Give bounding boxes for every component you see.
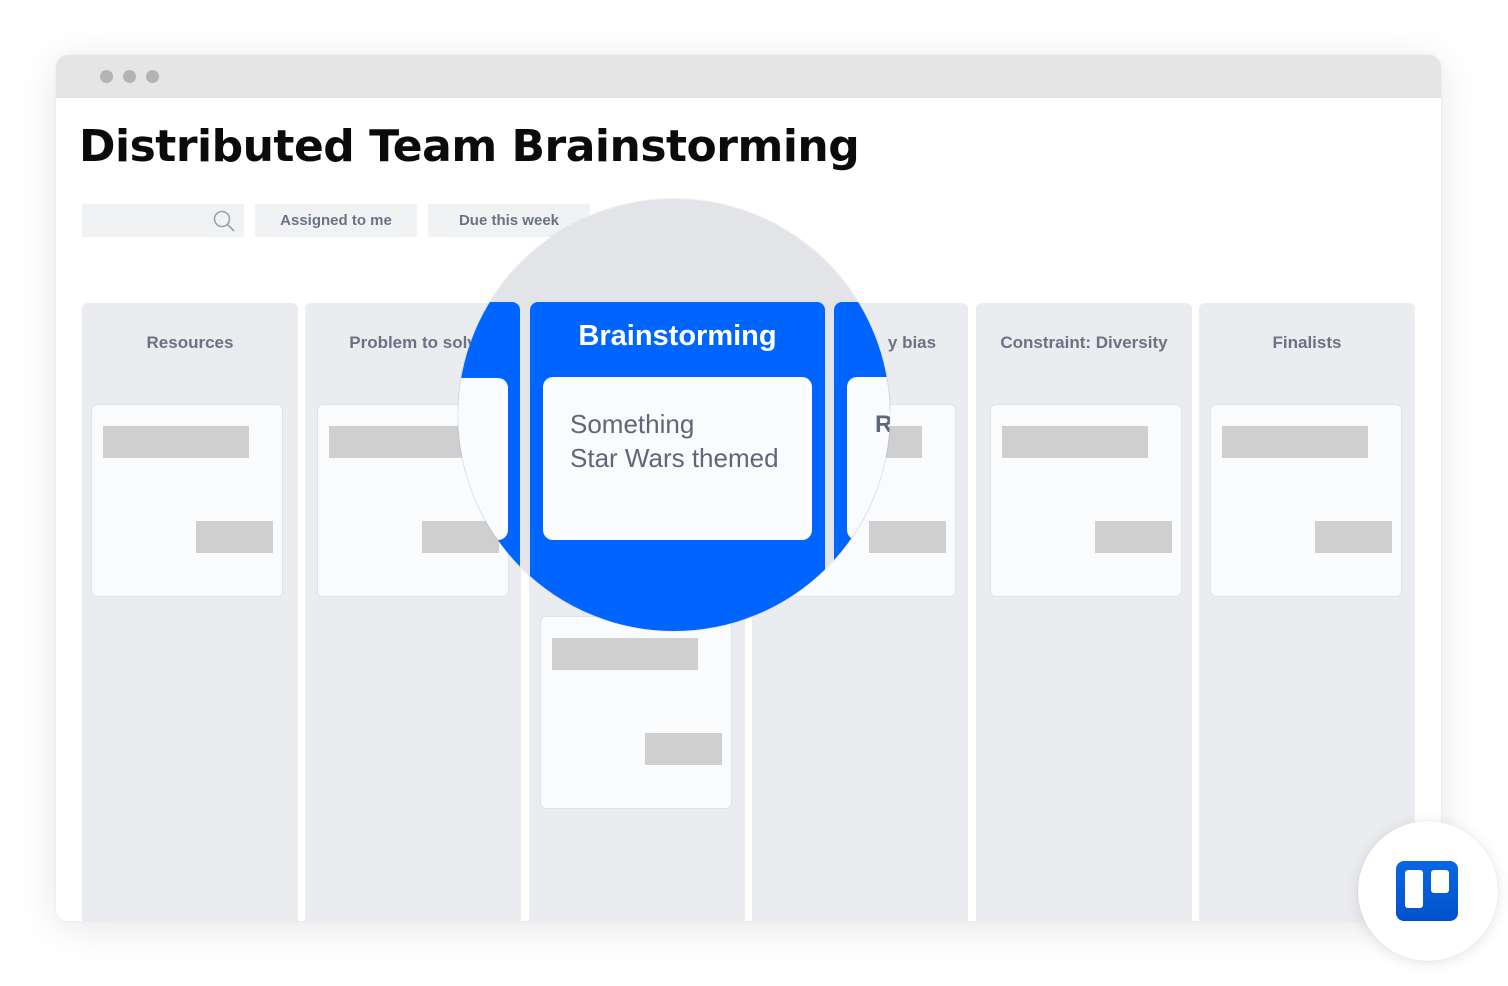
list-title: Finalists	[1272, 333, 1342, 352]
trello-logo-badge	[1358, 821, 1498, 961]
board-title: Distributed Team Brainstorming	[79, 121, 860, 172]
card[interactable]	[1210, 404, 1402, 597]
card[interactable]	[540, 616, 732, 809]
magnified-list-right: R	[834, 302, 890, 631]
list-title: y bias	[887, 333, 937, 352]
filter-assigned-to-me-button[interactable]: Assigned to me	[255, 204, 417, 237]
card-badge-placeholder	[196, 521, 273, 553]
card-text: Something Star Wars themed	[570, 407, 779, 475]
window-dot-2[interactable]	[123, 70, 136, 83]
magnified-card-right: R	[847, 377, 890, 540]
title-bar	[56, 55, 1441, 98]
card-text-line-2: Star Wars themed	[570, 443, 779, 473]
trello-icon	[1396, 861, 1458, 921]
search-icon	[213, 210, 235, 232]
magnified-list-brainstorming: Brainstorming Something Star Wars themed	[530, 302, 825, 631]
window-dot-3[interactable]	[146, 70, 159, 83]
card[interactable]	[990, 404, 1182, 597]
search-input[interactable]	[82, 204, 244, 237]
list-finalists: Finalists	[1199, 303, 1415, 921]
card-title-placeholder	[1002, 426, 1148, 458]
list-title: Problem to solv	[349, 333, 477, 352]
magnified-card[interactable]: Something Star Wars themed	[543, 377, 812, 540]
list-title: Constraint: Diversity	[1000, 333, 1168, 352]
card[interactable]	[91, 404, 283, 597]
list-constraint-diversity: Constraint: Diversity	[976, 303, 1192, 921]
card-text-line-1: Something	[570, 409, 695, 439]
magnified-card-left	[458, 378, 508, 540]
card-badge-placeholder	[645, 733, 722, 765]
magnified-list-title: Brainstorming	[578, 320, 777, 352]
card-title-placeholder	[329, 426, 475, 458]
card-title-placeholder	[552, 638, 698, 670]
magnified-list-left	[458, 302, 520, 631]
card-title-placeholder	[1222, 426, 1368, 458]
card-badge-placeholder	[1095, 521, 1172, 553]
card-title-placeholder	[103, 426, 249, 458]
partial-card-text: R	[875, 411, 890, 438]
magnifier-lens: Brainstorming Something Star Wars themed…	[458, 199, 890, 631]
list-title: Resources	[146, 333, 234, 352]
list-resources: Resources	[82, 303, 298, 921]
window-dot-1[interactable]	[100, 70, 113, 83]
trello-icon-left-bar	[1405, 870, 1423, 908]
trello-icon-right-bar	[1431, 870, 1449, 893]
card-badge-placeholder	[1315, 521, 1392, 553]
